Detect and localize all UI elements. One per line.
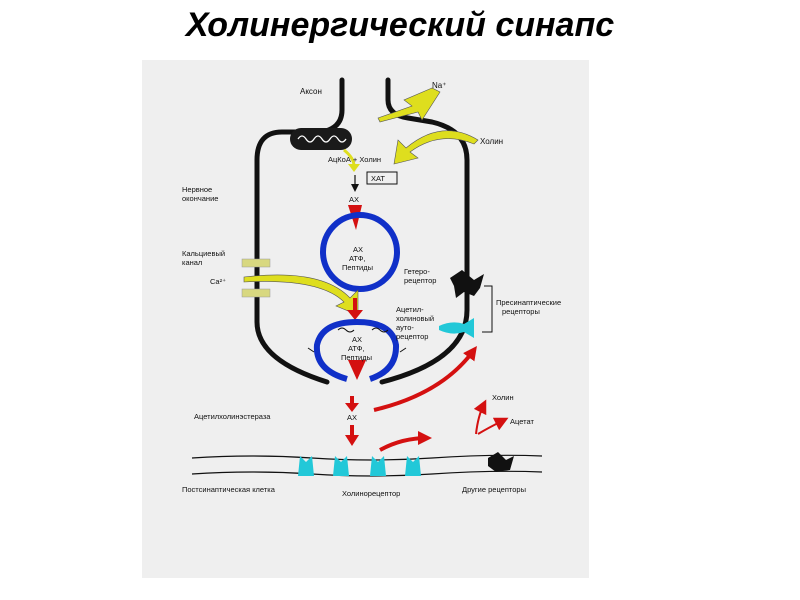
cholinoreceptor-icon: [298, 456, 421, 476]
release-arrow-icon: [348, 360, 366, 380]
label-vesicle2-l3: Пептиды: [341, 353, 372, 362]
label-vesicle2-l2: АТФ,: [348, 344, 365, 353]
label-auto-3: ауто-: [396, 323, 414, 332]
slide-title: Холинергический синапс: [185, 6, 615, 44]
fusion-mark-right: [371, 327, 389, 333]
label-other-receptors: Другие рецепторы: [462, 485, 526, 494]
choline-out-arrow-icon: [473, 399, 487, 435]
label-ach-cleft: АХ: [347, 413, 357, 422]
acetate-arrow-icon: [477, 417, 509, 435]
label-vesicle1-l2: АТФ,: [349, 254, 366, 263]
label-calcium-1: Кальциевый: [182, 249, 225, 258]
fusion-mark-left: [337, 327, 355, 333]
synapse-diagram: Аксон Na⁺ Холин АцКоА + Холин ХАТ Нервно…: [182, 77, 561, 498]
calcium-channel-top: [241, 258, 271, 268]
terminal-membrane-left: [254, 77, 345, 385]
red-arrow-autoreceptor-icon: [373, 345, 477, 412]
label-ache: Ацетилхолинэстераза: [194, 412, 271, 421]
label-axon: Аксон: [300, 87, 322, 96]
label-ach-top: АХ: [349, 195, 359, 204]
heteroreceptor-icon: [450, 270, 484, 298]
postsynaptic-membrane-bottom: [191, 470, 543, 477]
red-arrow-hydrolysis-icon: [379, 431, 432, 452]
label-vesicle1-l1: АХ: [353, 245, 363, 254]
label-chat: ХАТ: [371, 174, 385, 183]
calcium-channel-bottom: [241, 288, 271, 298]
diagram-panel: Аксон Na⁺ Холин АцКоА + Холин ХАТ Нервно…: [142, 60, 589, 578]
fusion-mark-lower-right: [399, 347, 407, 353]
label-choline-out: Холин: [492, 393, 514, 402]
calcium-arrow-icon: [243, 274, 359, 316]
other-receptor-icon: [488, 452, 514, 472]
label-vesicle2-l1: АХ: [352, 335, 362, 344]
label-vesicle1-l3: Пептиды: [342, 263, 373, 272]
label-acetate: Ацетат: [510, 417, 534, 426]
choline-uptake-arrow-icon: [393, 130, 479, 165]
label-choline-in: Холин: [480, 137, 503, 146]
label-auto-4: рецептор: [396, 332, 428, 341]
label-hetero-2: рецептор: [404, 276, 436, 285]
label-nerve-ending-2: окончание: [182, 194, 218, 203]
chat-box: [366, 171, 398, 185]
label-acetyl-coa: АцКоА + Холин: [328, 155, 381, 164]
mitochondrion-icon: [290, 128, 352, 150]
label-presyn-2: рецепторы: [502, 307, 540, 316]
label-ca: Ca²⁺: [210, 277, 226, 286]
na-arrow-icon: [377, 87, 441, 123]
label-hetero-1: Гетеро-: [404, 267, 430, 276]
vesicle-1: [320, 212, 400, 292]
fusion-mark-lower-left: [307, 347, 315, 353]
label-nerve-ending-1: Нервное: [182, 185, 212, 194]
label-postsyn: Постсинаптическая клетка: [182, 485, 276, 494]
label-auto-1: Ацетил-: [396, 305, 424, 314]
presynaptic-bracket: [482, 285, 493, 333]
autoreceptor-icon: [439, 318, 474, 338]
vesicle-2: [313, 318, 400, 382]
label-presyn-1: Пресинаптические: [496, 298, 561, 307]
label-calcium-2: канал: [182, 258, 202, 267]
label-cholinoreceptor: Холинорецептор: [342, 489, 400, 498]
label-na: Na⁺: [432, 81, 446, 90]
label-auto-2: холиновый: [396, 314, 434, 323]
